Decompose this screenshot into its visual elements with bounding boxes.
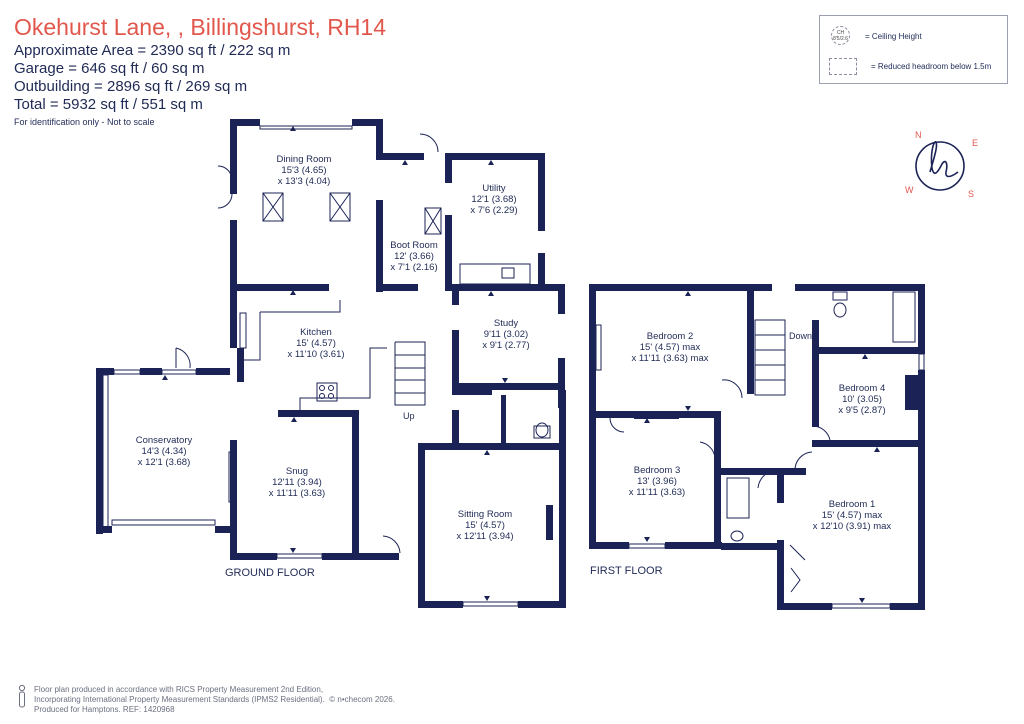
room-kitchen-dim1: 15' (4.57) bbox=[296, 338, 336, 349]
room-bedroom-2-name: Bedroom 2 bbox=[646, 331, 694, 342]
footer-copyright: © n•checom 2026. bbox=[329, 695, 395, 704]
room-snug-dim1: 12'11 (3.94) bbox=[272, 477, 322, 488]
room-kitchen: Kitchen 15' (4.57) x 11'10 (3.61) bbox=[287, 327, 344, 360]
room-bedroom-4-name: Bedroom 4 bbox=[838, 383, 886, 394]
room-study-name: Study bbox=[493, 318, 519, 329]
first-floor-details bbox=[595, 291, 925, 609]
ground-floor-walls bbox=[96, 119, 566, 608]
room-utility-dim1: 12'1 (3.68) bbox=[471, 194, 517, 205]
ceiling-height-label: = Ceiling Height bbox=[865, 32, 922, 41]
outbuilding-area: Outbuilding = 2896 sq ft / 269 sq m bbox=[14, 78, 248, 95]
room-bedroom-4-dim2: x 9'5 (2.87) bbox=[838, 405, 886, 416]
room-conservatory-name: Conservatory bbox=[135, 435, 193, 446]
room-kitchen-name: Kitchen bbox=[300, 327, 332, 338]
footer-line-2: Incorporating International Property Mea… bbox=[34, 695, 325, 704]
room-bedroom-1: Bedroom 1 15' (4.57) max x 12'10 (3.91) … bbox=[813, 499, 891, 532]
room-bedroom-4-dim1: 10' (3.05) bbox=[842, 394, 882, 405]
room-kitchen-dim2: x 11'10 (3.61) bbox=[287, 349, 345, 360]
room-boot-name: Boot Room bbox=[390, 240, 438, 251]
room-snug: Snug 12'11 (3.94) x 11'11 (3.63) bbox=[269, 466, 325, 499]
footer-line-1: Floor plan produced in accordance with R… bbox=[34, 685, 324, 694]
room-bedroom-1-dim2: x 12'10 (3.91) max bbox=[812, 521, 892, 532]
room-dining-dim1: 15'3 (4.65) bbox=[281, 165, 327, 176]
garage-area: Garage = 646 sq ft / 60 sq m bbox=[14, 60, 205, 77]
room-utility: Utility 12'1 (3.68) x 7'6 (2.29) bbox=[470, 183, 517, 216]
stairs-down-label: Down bbox=[789, 331, 813, 341]
room-dining-name: Dining Room bbox=[276, 154, 332, 165]
room-study-dim1: 9'11 (3.02) bbox=[483, 329, 529, 340]
footer-text: Floor plan produced in accordance with R… bbox=[34, 685, 395, 715]
room-utility-name: Utility bbox=[482, 183, 506, 194]
room-bedroom-1-dim1: 15' (4.57) max bbox=[821, 510, 883, 521]
room-dining-dim2: x 13'3 (4.04) bbox=[277, 176, 331, 187]
first-floor-walls bbox=[589, 284, 925, 610]
compass-w: W bbox=[905, 185, 914, 195]
room-boot-dim2: x 7'1 (2.16) bbox=[390, 262, 438, 273]
room-sitting-name: Sitting Room bbox=[457, 509, 513, 520]
compass-s: S bbox=[968, 189, 975, 199]
compass-n: N bbox=[915, 130, 922, 140]
room-sitting: Sitting Room 15' (4.57) x 12'11 (3.94) bbox=[456, 509, 513, 542]
wall-markers bbox=[162, 126, 880, 603]
room-bedroom-3-name: Bedroom 3 bbox=[633, 465, 681, 476]
room-boot: Boot Room 12' (3.66) x 7'1 (2.16) bbox=[390, 240, 438, 273]
identification-note: For identification only - Not to scale bbox=[14, 117, 155, 127]
room-utility-dim2: x 7'6 (2.29) bbox=[470, 205, 518, 216]
total-area: Total = 5932 sq ft / 551 sq m bbox=[14, 96, 203, 113]
room-snug-name: Snug bbox=[285, 466, 309, 477]
room-study: Study 9'11 (3.02) x 9'1 (2.77) bbox=[482, 318, 529, 351]
room-bedroom-2: Bedroom 2 15' (4.57) max x 11'11 (3.63) … bbox=[632, 331, 709, 364]
stairs-up-label: Up bbox=[403, 411, 415, 421]
room-conservatory: Conservatory 14'3 (4.34) x 12'1 (3.68) bbox=[136, 435, 193, 468]
room-conservatory-dim2: x 12'1 (3.68) bbox=[137, 457, 191, 468]
room-snug-dim2: x 11'11 (3.63) bbox=[268, 488, 326, 499]
room-bedroom-3: Bedroom 3 13' (3.96) x 11'11 (3.63) bbox=[629, 465, 685, 498]
room-bedroom-4: Bedroom 4 10' (3.05) x 9'5 (2.87) bbox=[838, 383, 885, 416]
approx-area: Approximate Area = 2390 sq ft / 222 sq m bbox=[14, 42, 291, 59]
compass-e: E bbox=[972, 138, 979, 148]
room-bedroom-3-dim2: x 11'11 (3.63) bbox=[628, 487, 686, 498]
room-bedroom-1-name: Bedroom 1 bbox=[828, 499, 876, 510]
room-study-dim2: x 9'1 (2.77) bbox=[482, 340, 530, 351]
person-icon bbox=[18, 684, 26, 708]
room-bedroom-2-dim1: 15' (4.57) max bbox=[639, 342, 701, 353]
ground-floor-label: GROUND FLOOR bbox=[225, 567, 315, 579]
room-dining: Dining Room 15'3 (4.65) x 13'3 (4.04) bbox=[277, 154, 332, 187]
footer-line-3: Produced for Hamptons. REF: 1420968 bbox=[34, 705, 175, 714]
reduced-headroom-icon bbox=[829, 58, 857, 75]
ground-floor-details bbox=[102, 125, 551, 607]
room-bedroom-3-dim1: 13' (3.96) bbox=[637, 476, 677, 487]
compass-logo: N E S W bbox=[900, 128, 990, 208]
room-conservatory-dim1: 14'3 (4.34) bbox=[141, 446, 187, 457]
room-boot-dim1: 12' (3.66) bbox=[394, 251, 434, 262]
property-title: Okehurst Lane, , Billingshurst, RH14 bbox=[14, 14, 387, 40]
reduced-headroom-label: = Reduced headroom below 1.5m bbox=[871, 62, 992, 71]
room-bedroom-2-dim2: x 11'11 (3.63) max bbox=[631, 353, 709, 364]
room-sitting-dim1: 15' (4.57) bbox=[465, 520, 505, 531]
first-floor-label: FIRST FLOOR bbox=[590, 565, 663, 577]
room-sitting-dim2: x 12'11 (3.94) bbox=[456, 531, 514, 542]
compass-icon bbox=[915, 141, 965, 191]
